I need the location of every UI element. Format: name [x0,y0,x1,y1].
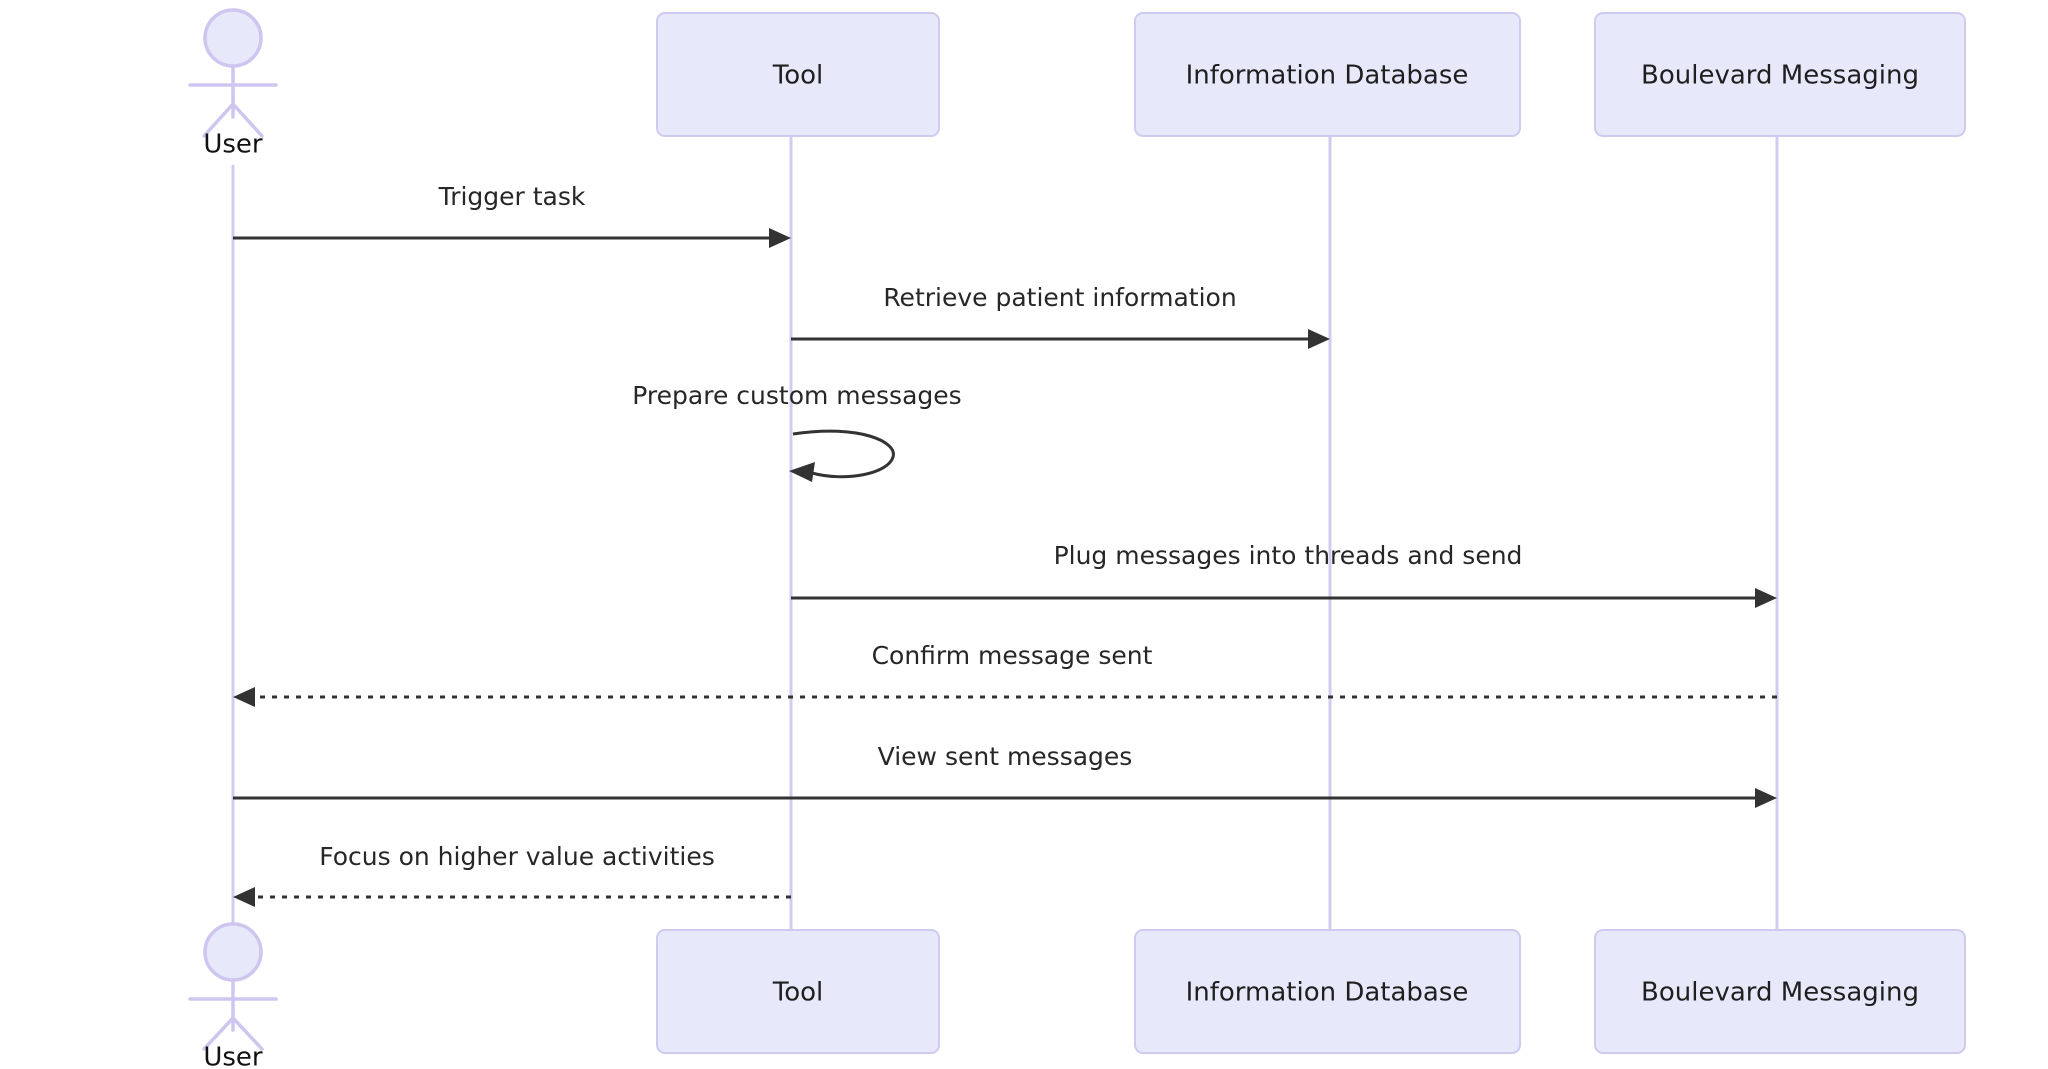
participant-header-information-database[interactable]: Information Database [1134,12,1521,137]
message-label-confirm-message-sent: Confirm message sent [872,641,1153,670]
actor-leg-right-icon-bottom [231,1016,264,1051]
participant-box-tool-bottom[interactable] [656,929,940,1054]
message-view-sent-messages[interactable]: View sent messages [233,742,1777,808]
message-trigger-task[interactable]: Trigger task [233,182,791,248]
message-label-focus-on-higher-value-activities: Focus on higher value activities [319,842,714,871]
message-label-plug-messages-into-threads-and-send: Plug messages into threads and send [1054,541,1523,570]
actor-leg-left-icon-bottom [202,1016,235,1051]
participant-header-boulevard-messaging[interactable]: Boulevard Messaging [1594,12,1966,137]
participant-box-information-database-top[interactable] [1134,12,1521,137]
actor-head-icon [203,8,263,68]
participant-label-user-bottom: User [203,1043,263,1069]
participant-label-information-database-bottom: Information Database [1186,978,1469,1008]
participant-label-tool-top: Tool [772,61,824,91]
message-arrowhead-view-sent-messages [1755,788,1777,808]
message-plug-messages-into-threads-and-send[interactable]: Plug messages into threads and send [791,541,1777,608]
message-arrowhead-focus-on-higher-value-activities [233,887,255,907]
actor-head-icon-bottom [203,922,263,982]
message-retrieve-patient-information[interactable]: Retrieve patient information [791,283,1330,349]
participant-header-user[interactable]: User [188,8,278,160]
participant-footer-boulevard-messaging[interactable]: Boulevard Messaging [1594,929,1966,1054]
message-arrowhead-plug-messages-into-threads-and-send [1755,588,1777,608]
lifelines-group [231,136,1779,930]
participant-box-tool-top[interactable] [656,12,940,137]
message-arrowhead-prepare-custom-messages [789,462,815,482]
message-confirm-message-sent[interactable]: Confirm message sent [233,641,1777,707]
message-selfloop-prepare-custom-messages[interactable] [792,429,895,479]
participant-label-user-top: User [203,130,263,160]
participant-box-boulevard-messaging-top[interactable] [1594,12,1966,137]
actor-leg-right-icon [231,102,264,138]
participant-header-tool[interactable]: Tool [656,12,940,137]
message-focus-on-higher-value-activities[interactable]: Focus on higher value activities [233,842,791,907]
participant-box-information-database-bottom[interactable] [1134,929,1521,1054]
message-prepare-custom-messages[interactable]: Prepare custom messages [632,381,962,482]
message-label-retrieve-patient-information: Retrieve patient information [883,283,1236,312]
participant-box-boulevard-messaging-bottom[interactable] [1594,929,1966,1054]
participant-label-information-database-top: Information Database [1186,61,1469,91]
participant-footer-user[interactable]: User [188,922,278,1069]
participant-footer-information-database[interactable]: Information Database [1134,929,1521,1054]
participant-label-tool-bottom: Tool [772,978,824,1008]
message-label-view-sent-messages: View sent messages [878,742,1133,771]
message-arrowhead-trigger-task [769,228,791,248]
participant-label-boulevard-messaging-bottom: Boulevard Messaging [1641,978,1919,1008]
message-arrowhead-retrieve-patient-information [1308,329,1330,349]
participant-label-boulevard-messaging-top: Boulevard Messaging [1641,61,1919,91]
actor-leg-left-icon [202,102,235,138]
participant-footer-tool[interactable]: Tool [656,929,940,1054]
message-arrowhead-confirm-message-sent [233,687,255,707]
message-label-trigger-task: Trigger task [438,182,586,211]
message-label-prepare-custom-messages: Prepare custom messages [632,381,961,410]
